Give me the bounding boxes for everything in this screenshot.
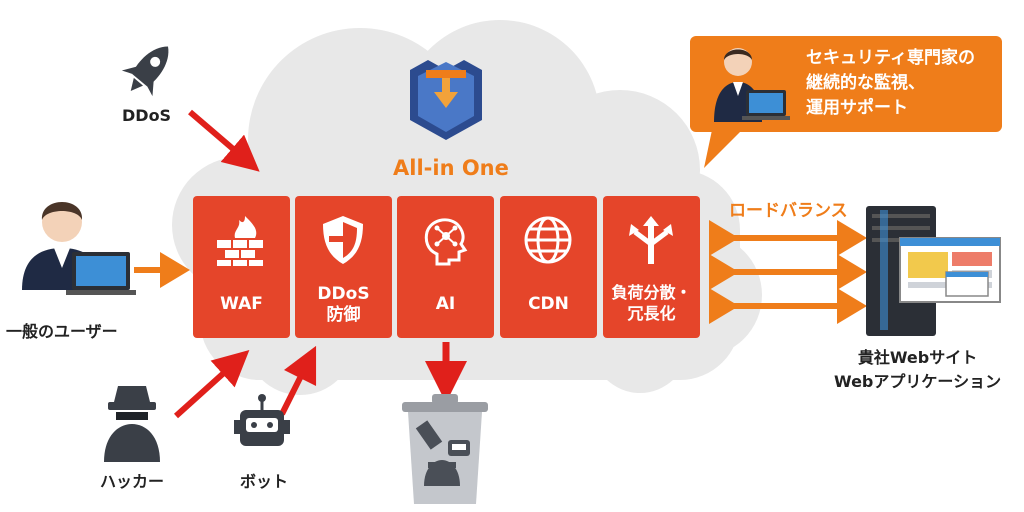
support-text: セキュリティ専門家の 継続的な監視、 運用サポート — [806, 48, 975, 118]
support-bubble: セキュリティ専門家の 継続的な監視、 運用サポート — [690, 36, 1002, 132]
module-waf: WAF — [193, 196, 290, 338]
rocket-icon — [121, 46, 169, 97]
support-person-icon — [714, 48, 790, 122]
shield-icon — [323, 216, 363, 264]
bot-label: ボット — [240, 472, 289, 491]
module-ai-label: AI — [435, 294, 456, 314]
hacker-label: ハッカー — [100, 472, 165, 491]
module-ai: AI — [397, 196, 494, 338]
load-balance-label: ロードバランス — [729, 201, 848, 221]
module-ddos-label: DDoS 防御 — [317, 284, 370, 325]
user-label: 一般のユーザー — [6, 322, 118, 341]
module-load-balancing-label: 負荷分散・ 冗長化 — [611, 283, 692, 323]
trash-can-icon — [402, 394, 488, 504]
module-cdn-label: CDN — [528, 294, 569, 314]
bot-attack-arrow — [279, 345, 317, 416]
module-waf-label: WAF — [220, 294, 263, 314]
globe-icon — [524, 216, 572, 264]
hacker-icon — [104, 386, 160, 462]
firewall-icon — [217, 216, 263, 266]
ddos-attack-arrow — [188, 109, 260, 172]
module-cdn: CDN — [500, 196, 597, 338]
browser-window-icon — [899, 237, 1001, 303]
diagram-title: All-in One — [393, 156, 509, 180]
load-balance-arrows — [709, 220, 867, 324]
ai-brain-icon — [424, 218, 468, 266]
laptop-icon — [66, 252, 136, 295]
split-arrows-icon — [629, 216, 673, 264]
bubble-tail — [704, 130, 742, 168]
module-load-balancing: 負荷分散・ 冗長化 — [603, 196, 700, 338]
bot-icon — [234, 394, 290, 446]
ddos-label: DDoS — [122, 106, 172, 125]
server-label: 貴社Webサイト Webアプリケーション — [834, 348, 1002, 391]
module-ddos-protection: DDoS 防御 — [295, 196, 392, 338]
all-in-one-logo — [410, 60, 482, 140]
hacker-attack-arrow — [173, 349, 250, 419]
